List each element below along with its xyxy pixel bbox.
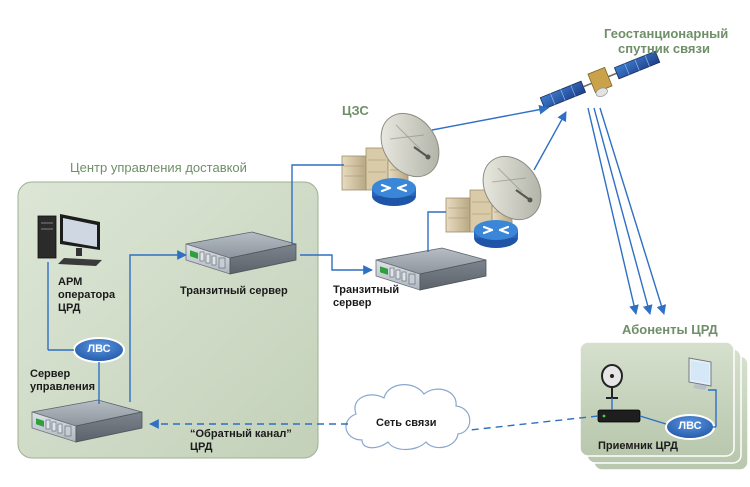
- router-icon: [370, 176, 418, 208]
- return-links: [149, 415, 599, 431]
- network-label: Сеть связи: [376, 417, 437, 429]
- transit-server-2-label-line2: сервер: [333, 297, 372, 309]
- satellite-icon: [539, 50, 661, 110]
- lan-subscriber-label: ЛВС: [678, 420, 702, 432]
- satellite-label-line2: спутник связи: [618, 41, 710, 56]
- workstation-label-line3: ЦРД: [58, 302, 81, 314]
- return-channel-label-line2: ЦРД: [190, 441, 213, 453]
- transit-server-2-label-line1: Транзитный: [333, 284, 400, 296]
- lan-center-label: ЛВС: [87, 343, 111, 355]
- links: [47, 104, 717, 428]
- transit-server-1-label: Транзитный сервер: [180, 285, 288, 297]
- cloud-icon: [345, 384, 471, 451]
- router-icon: [472, 218, 520, 250]
- return-channel-label-line1: “Обратный канал”: [190, 428, 292, 440]
- receiver-label: Приемник ЦРД: [598, 440, 678, 452]
- return-channel-label: “Обратный канал” ЦРД: [190, 428, 292, 454]
- satellite-label-line1: Геостанционарный: [604, 26, 729, 41]
- control-server-label-line2: управления: [30, 381, 96, 393]
- workstation-label-line1: АРМ: [58, 276, 83, 288]
- satellite-label: Геостанционарный спутник связи: [604, 26, 729, 56]
- subscribers-title: Абоненты ЦРД: [622, 322, 718, 337]
- transit-server-2-label: Транзитный сервер: [333, 284, 399, 310]
- workstation-label-line2: оператора: [58, 289, 116, 301]
- center-title: Центр управления доставкой: [70, 160, 247, 175]
- uplink-label: ЦЗС: [342, 103, 369, 118]
- control-server-label: Сервер управления: [30, 368, 95, 394]
- workstation-icon: [37, 214, 102, 266]
- workstation-label: АРМ оператора ЦРД: [58, 276, 115, 315]
- control-server-label-line1: Сервер: [30, 368, 71, 380]
- monitor-icon: [688, 357, 712, 390]
- uplink-station-2: [445, 144, 554, 250]
